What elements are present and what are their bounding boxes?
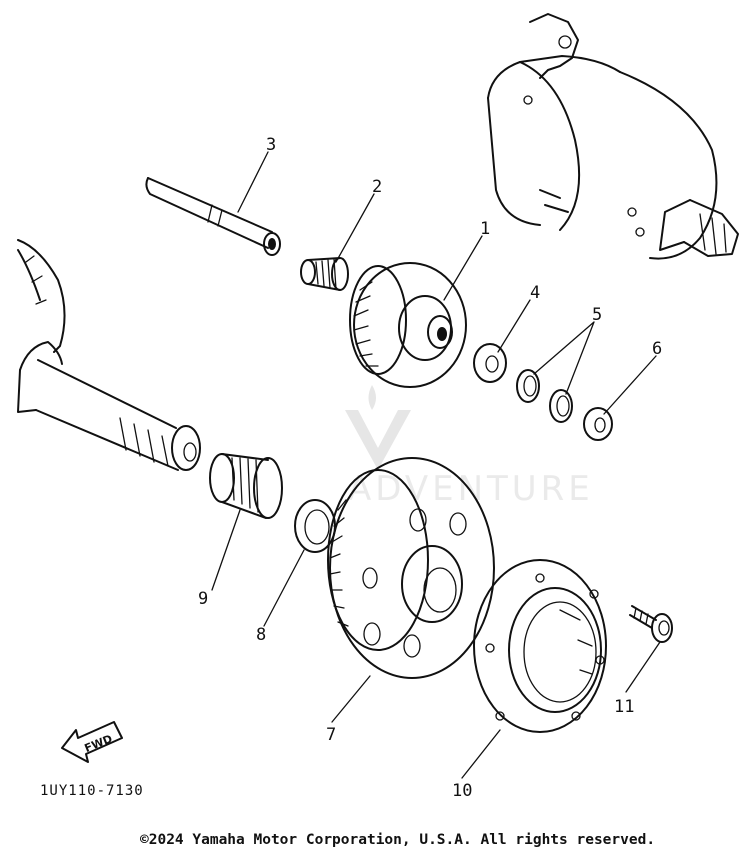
part-circlip-5a bbox=[516, 369, 540, 403]
label-4: 4 bbox=[530, 283, 540, 303]
part-needle-bearing-9 bbox=[209, 453, 283, 519]
diagram-code: 1UY110-7130 bbox=[40, 783, 144, 799]
label-1: 1 bbox=[480, 219, 490, 239]
part-washer-6 bbox=[583, 407, 613, 441]
part-bolt-11 bbox=[629, 605, 673, 643]
label-6: 6 bbox=[652, 339, 662, 359]
watermark-text: ADVENTURE bbox=[348, 469, 594, 509]
label-2: 2 bbox=[372, 177, 382, 197]
label-5: 5 bbox=[592, 305, 602, 325]
fwd-arrow: FWD bbox=[61, 721, 123, 763]
crankshaft bbox=[17, 239, 201, 471]
label-3: 3 bbox=[266, 135, 276, 155]
v-logo-icon bbox=[345, 385, 411, 470]
part-circlip-5b bbox=[549, 389, 573, 423]
part-needle-bearing-2 bbox=[300, 257, 349, 291]
label-7: 7 bbox=[326, 725, 336, 745]
part-idle-gear-1 bbox=[349, 262, 467, 388]
leader-lines bbox=[211, 151, 661, 779]
part-starter-clutch-10 bbox=[473, 559, 607, 733]
copyright-notice: ©2024 Yamaha Motor Corporation, U.S.A. A… bbox=[140, 832, 655, 848]
label-8: 8 bbox=[256, 625, 266, 645]
label-10: 10 bbox=[452, 781, 472, 801]
part-washer-4 bbox=[473, 343, 507, 383]
part-wheel-gear-7 bbox=[327, 457, 495, 679]
label-9: 9 bbox=[198, 589, 208, 609]
label-11: 11 bbox=[614, 697, 634, 717]
part-labels: 3 2 1 4 5 6 9 8 7 10 11 bbox=[198, 135, 662, 801]
starter-motor bbox=[487, 13, 739, 260]
fwd-arrow-text: FWD bbox=[83, 732, 115, 755]
part-shaft-3 bbox=[145, 177, 281, 256]
